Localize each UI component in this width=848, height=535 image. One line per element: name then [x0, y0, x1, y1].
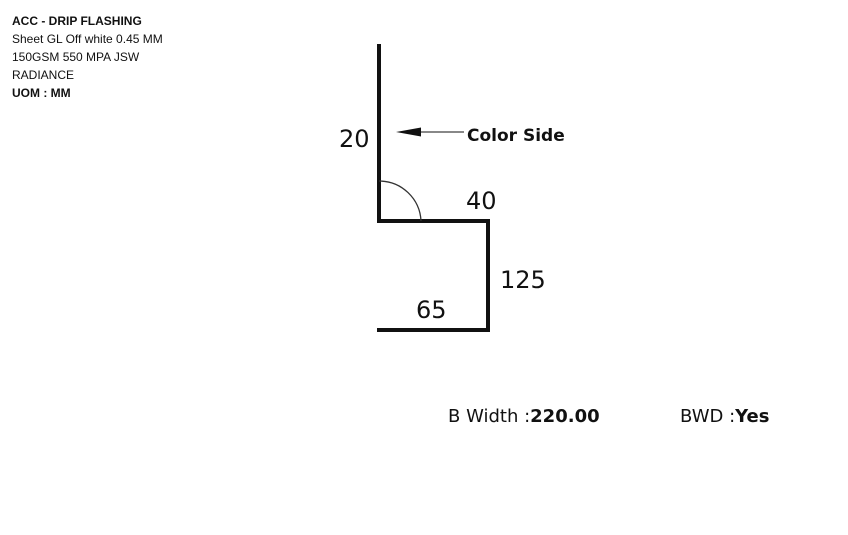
material-spec: Sheet GL Off white 0.45 MM	[12, 32, 163, 46]
blank-width-value: 220.00	[530, 406, 600, 427]
brand-name: RADIANCE	[12, 68, 75, 82]
dimension-label-top: 20	[339, 125, 370, 153]
dimension-label-bottom: 65	[416, 296, 447, 324]
header-info: ACC - DRIP FLASHING Sheet GL Off white 0…	[12, 12, 163, 102]
uom-label: UOM : MM	[12, 86, 71, 100]
blank-width-label: B Width :	[448, 406, 531, 427]
bwd-indicator: BWD :Yes	[680, 406, 769, 427]
bwd-label: BWD :	[680, 406, 736, 427]
color-side-arrowhead	[396, 127, 421, 137]
flashing-profile-line	[377, 44, 490, 332]
bend-angle-arc	[378, 180, 422, 222]
blank-width: B Width :220.00	[448, 406, 600, 427]
dimension-label-drop: 125	[500, 266, 546, 294]
grade-spec: 150GSM 550 MPA JSW	[12, 50, 140, 64]
color-side-label: Color Side	[467, 126, 565, 146]
product-title: ACC - DRIP FLASHING	[12, 14, 142, 28]
bwd-value: Yes	[735, 406, 770, 427]
dimension-label-middle: 40	[466, 187, 497, 215]
